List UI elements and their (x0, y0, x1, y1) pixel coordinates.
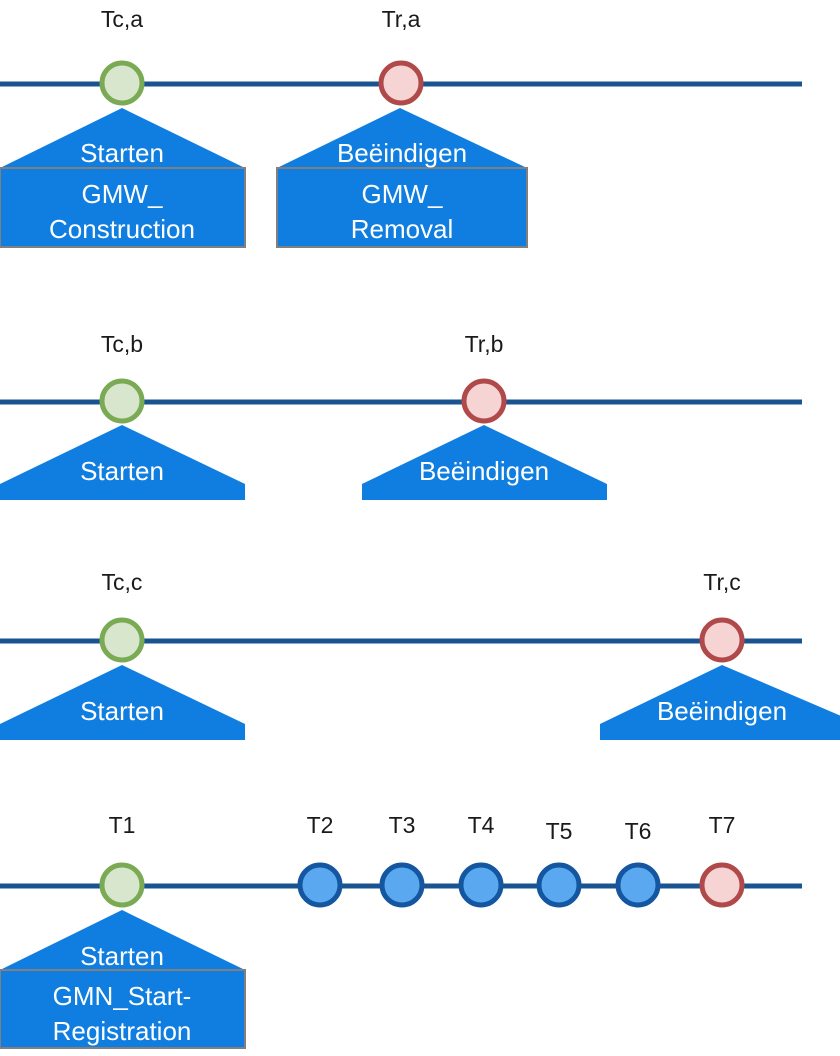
tick-label-tc-c: Tc,c (102, 569, 143, 595)
tick-label-t5: T5 (546, 818, 573, 844)
tick-label-t6: T6 (625, 818, 652, 844)
end-marker-t7[interactable] (699, 862, 745, 908)
info-box-gmw-removal (276, 167, 528, 248)
end-marker-tr-a[interactable] (378, 60, 424, 106)
tick-label-t4: T4 (468, 812, 495, 838)
info-box-gmn-start-registration (0, 969, 246, 1049)
banner-label-beeindigen-c: Beëindigen (657, 696, 787, 726)
start-marker-tc-c[interactable] (99, 617, 145, 663)
event-group-tc-b[interactable]: Starten (0, 425, 245, 500)
banner-label-beeindigen-a: Beëindigen (337, 138, 467, 168)
event-marker-t3[interactable] (379, 862, 425, 908)
event-group-tr-b[interactable]: Beëindigen (362, 425, 607, 500)
end-marker-tr-b[interactable] (461, 378, 507, 424)
timeline-row-c: Starten Beëindigen Tc,c Tr,c (0, 569, 840, 740)
box-label-gmw-removal-line1: GMW_ (362, 179, 443, 209)
event-group-tc-c[interactable]: Starten (0, 665, 245, 740)
start-marker-tc-b[interactable] (99, 378, 145, 424)
event-group-tr-c[interactable]: Beëindigen (600, 665, 840, 740)
start-marker-tc-a[interactable] (99, 60, 145, 106)
tick-label-t7: T7 (709, 812, 736, 838)
tick-label-tr-a: Tr,a (382, 6, 421, 32)
tick-label-tc-b: Tc,b (101, 331, 143, 357)
banner-label-starten-c: Starten (80, 696, 164, 726)
event-group-tr-a[interactable]: Beëindigen GMW_ Removal (276, 108, 528, 248)
end-marker-tr-c[interactable] (699, 617, 745, 663)
box-label-gmw-construction-line2: Construction (49, 214, 195, 244)
tick-label-tc-a: Tc,a (101, 6, 143, 32)
timeline-row-b: Starten Beëindigen Tc,b Tr,b (0, 331, 802, 500)
start-marker-t1[interactable] (99, 862, 145, 908)
tick-label-t3: T3 (389, 812, 416, 838)
event-marker-t5[interactable] (536, 862, 582, 908)
timeline-row-d: Starten GMN_Start- Registration T1 T2 T3… (0, 812, 802, 1049)
event-marker-t2[interactable] (297, 862, 343, 908)
banner-label-starten-a: Starten (80, 138, 164, 168)
tick-label-t1: T1 (109, 812, 136, 838)
tick-label-tr-b: Tr,b (465, 331, 504, 357)
banner-label-beeindigen-b: Beëindigen (419, 456, 549, 486)
event-marker-t4[interactable] (458, 862, 504, 908)
banner-label-starten-d: Starten (80, 941, 164, 971)
banner-label-starten-b: Starten (80, 456, 164, 486)
event-group-t1[interactable]: Starten GMN_Start- Registration (0, 910, 246, 1049)
banner-shape-beeindigen-c (600, 665, 840, 740)
box-label-gmn-start-line2: Registration (53, 1016, 192, 1046)
event-group-tc-a[interactable]: Starten GMW_ Construction (0, 108, 246, 248)
event-marker-t6[interactable] (615, 862, 661, 908)
banner-shape-beeindigen-b (362, 425, 607, 500)
banner-shape-starten-b (0, 425, 245, 500)
box-label-gmw-removal-line2: Removal (351, 214, 454, 244)
tick-label-t2: T2 (307, 812, 334, 838)
banner-shape-starten-c (0, 665, 245, 740)
box-label-gmw-construction-line1: GMW_ (82, 179, 163, 209)
info-box-gmw-construction (0, 167, 246, 248)
box-label-gmn-start-line1: GMN_Start- (53, 981, 192, 1011)
timeline-row-a: Starten GMW_ Construction Beëindigen GMW… (0, 6, 802, 248)
tick-label-tr-c: Tr,c (703, 569, 740, 595)
